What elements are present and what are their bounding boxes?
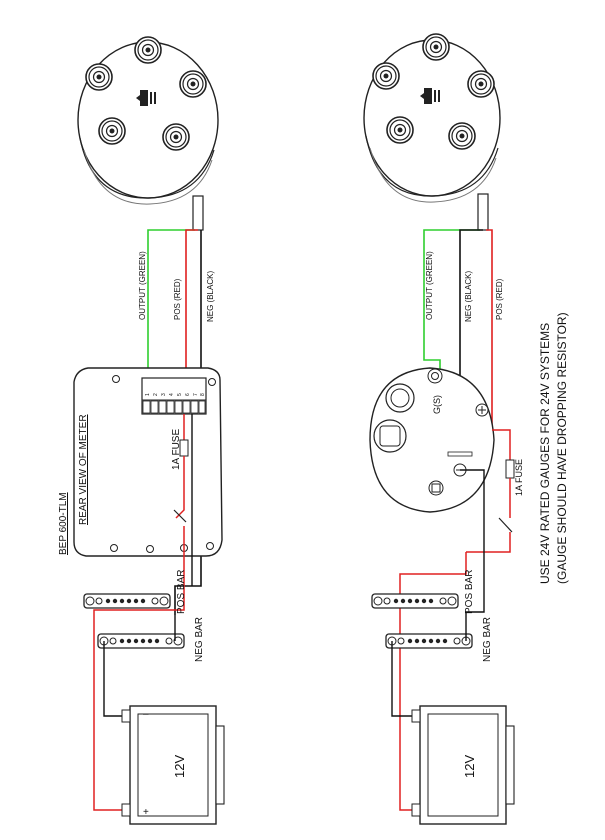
nut-icon: [85, 63, 113, 91]
terminal-number: 5: [177, 393, 183, 396]
cable-gland: [477, 193, 489, 231]
plus-icon: +: [143, 807, 149, 818]
pos-bar-label: POS BAR: [176, 570, 187, 614]
nut-icon: [448, 122, 476, 150]
pos-wire-label: POS (RED): [495, 278, 504, 320]
meter-view-label: REAR VIEW OF METER: [78, 414, 89, 525]
nut-icon: [98, 117, 126, 145]
right-gauge-rear: G(S): [369, 367, 495, 513]
right-battery: 12V: [411, 705, 515, 825]
left-green-wire: [147, 229, 195, 387]
gauge-terminal-label: G(S): [432, 395, 442, 414]
neg-bar-label: NEG BAR: [482, 617, 493, 662]
terminal-number: 8: [200, 393, 206, 396]
neg-wire-label: NEG (BLACK): [464, 271, 473, 322]
pos-bar-label: POS BAR: [464, 570, 475, 614]
nut-icon: [179, 70, 207, 98]
note-line-2: (GAUGE SHOULD HAVE DROPPING RESISTOR): [555, 312, 569, 584]
note-line-1: USE 24V RATED GAUGES FOR 24V SYSTEMS: [538, 323, 552, 584]
right-sender-head: [363, 33, 501, 231]
terminal-number: 1: [145, 393, 151, 396]
nut-icon: [372, 62, 400, 90]
terminal-number: 2: [153, 393, 159, 396]
output-wire-label: OUTPUT (GREEN): [138, 251, 147, 320]
battery-voltage: 12V: [462, 755, 477, 778]
right-diagram: G(S) OUTPUT (GREEN) NEG (BLACK) POS (RED…: [363, 33, 569, 825]
terminal-number: 3: [161, 393, 167, 396]
fuse-label: 1A FUSE: [514, 459, 524, 496]
pos-wire-label: POS (RED): [173, 278, 182, 320]
terminal-number: 4: [169, 393, 175, 396]
terminal-block: 1 2 3 4 5 6 7 8: [141, 377, 207, 415]
nut-icon: [386, 116, 414, 144]
nut-icon: [134, 36, 162, 64]
neg-bar-label: NEG BAR: [194, 617, 205, 662]
right-neg-bar: [385, 633, 473, 649]
nut-icon: [467, 70, 495, 98]
terminal-number: 6: [185, 393, 191, 396]
nut-icon: [162, 123, 190, 151]
switch-icon: [173, 509, 187, 523]
neg-wire-label: NEG (BLACK): [206, 271, 215, 322]
left-sender-head: [77, 36, 219, 231]
left-battery: – + 12V: [121, 705, 225, 825]
left-pos-bar: [83, 593, 171, 609]
battery-voltage: 12V: [172, 755, 187, 778]
logo-icon: [136, 90, 156, 106]
minus-icon: –: [143, 709, 149, 720]
nut-icon: [422, 33, 450, 61]
left-neg-bar: [97, 633, 185, 649]
fuse-icon: [505, 459, 515, 479]
logo-icon: [420, 88, 440, 104]
switch-icon: [498, 517, 513, 533]
left-meter-rear: 1 2 3 4 5 6 7 8: [73, 367, 223, 811]
terminal-number: 7: [193, 393, 199, 396]
cable-gland: [192, 195, 204, 231]
fuse-label: 1A FUSE: [171, 429, 182, 470]
left-diagram: 1 2 3 4 5 6 7 8 BEP 600-TLM REAR VIEW: [58, 36, 225, 825]
right-pos-bar: [371, 593, 459, 609]
output-wire-label: OUTPUT (GREEN): [425, 251, 434, 320]
meter-model-title: BEP 600-TLM: [58, 492, 69, 555]
